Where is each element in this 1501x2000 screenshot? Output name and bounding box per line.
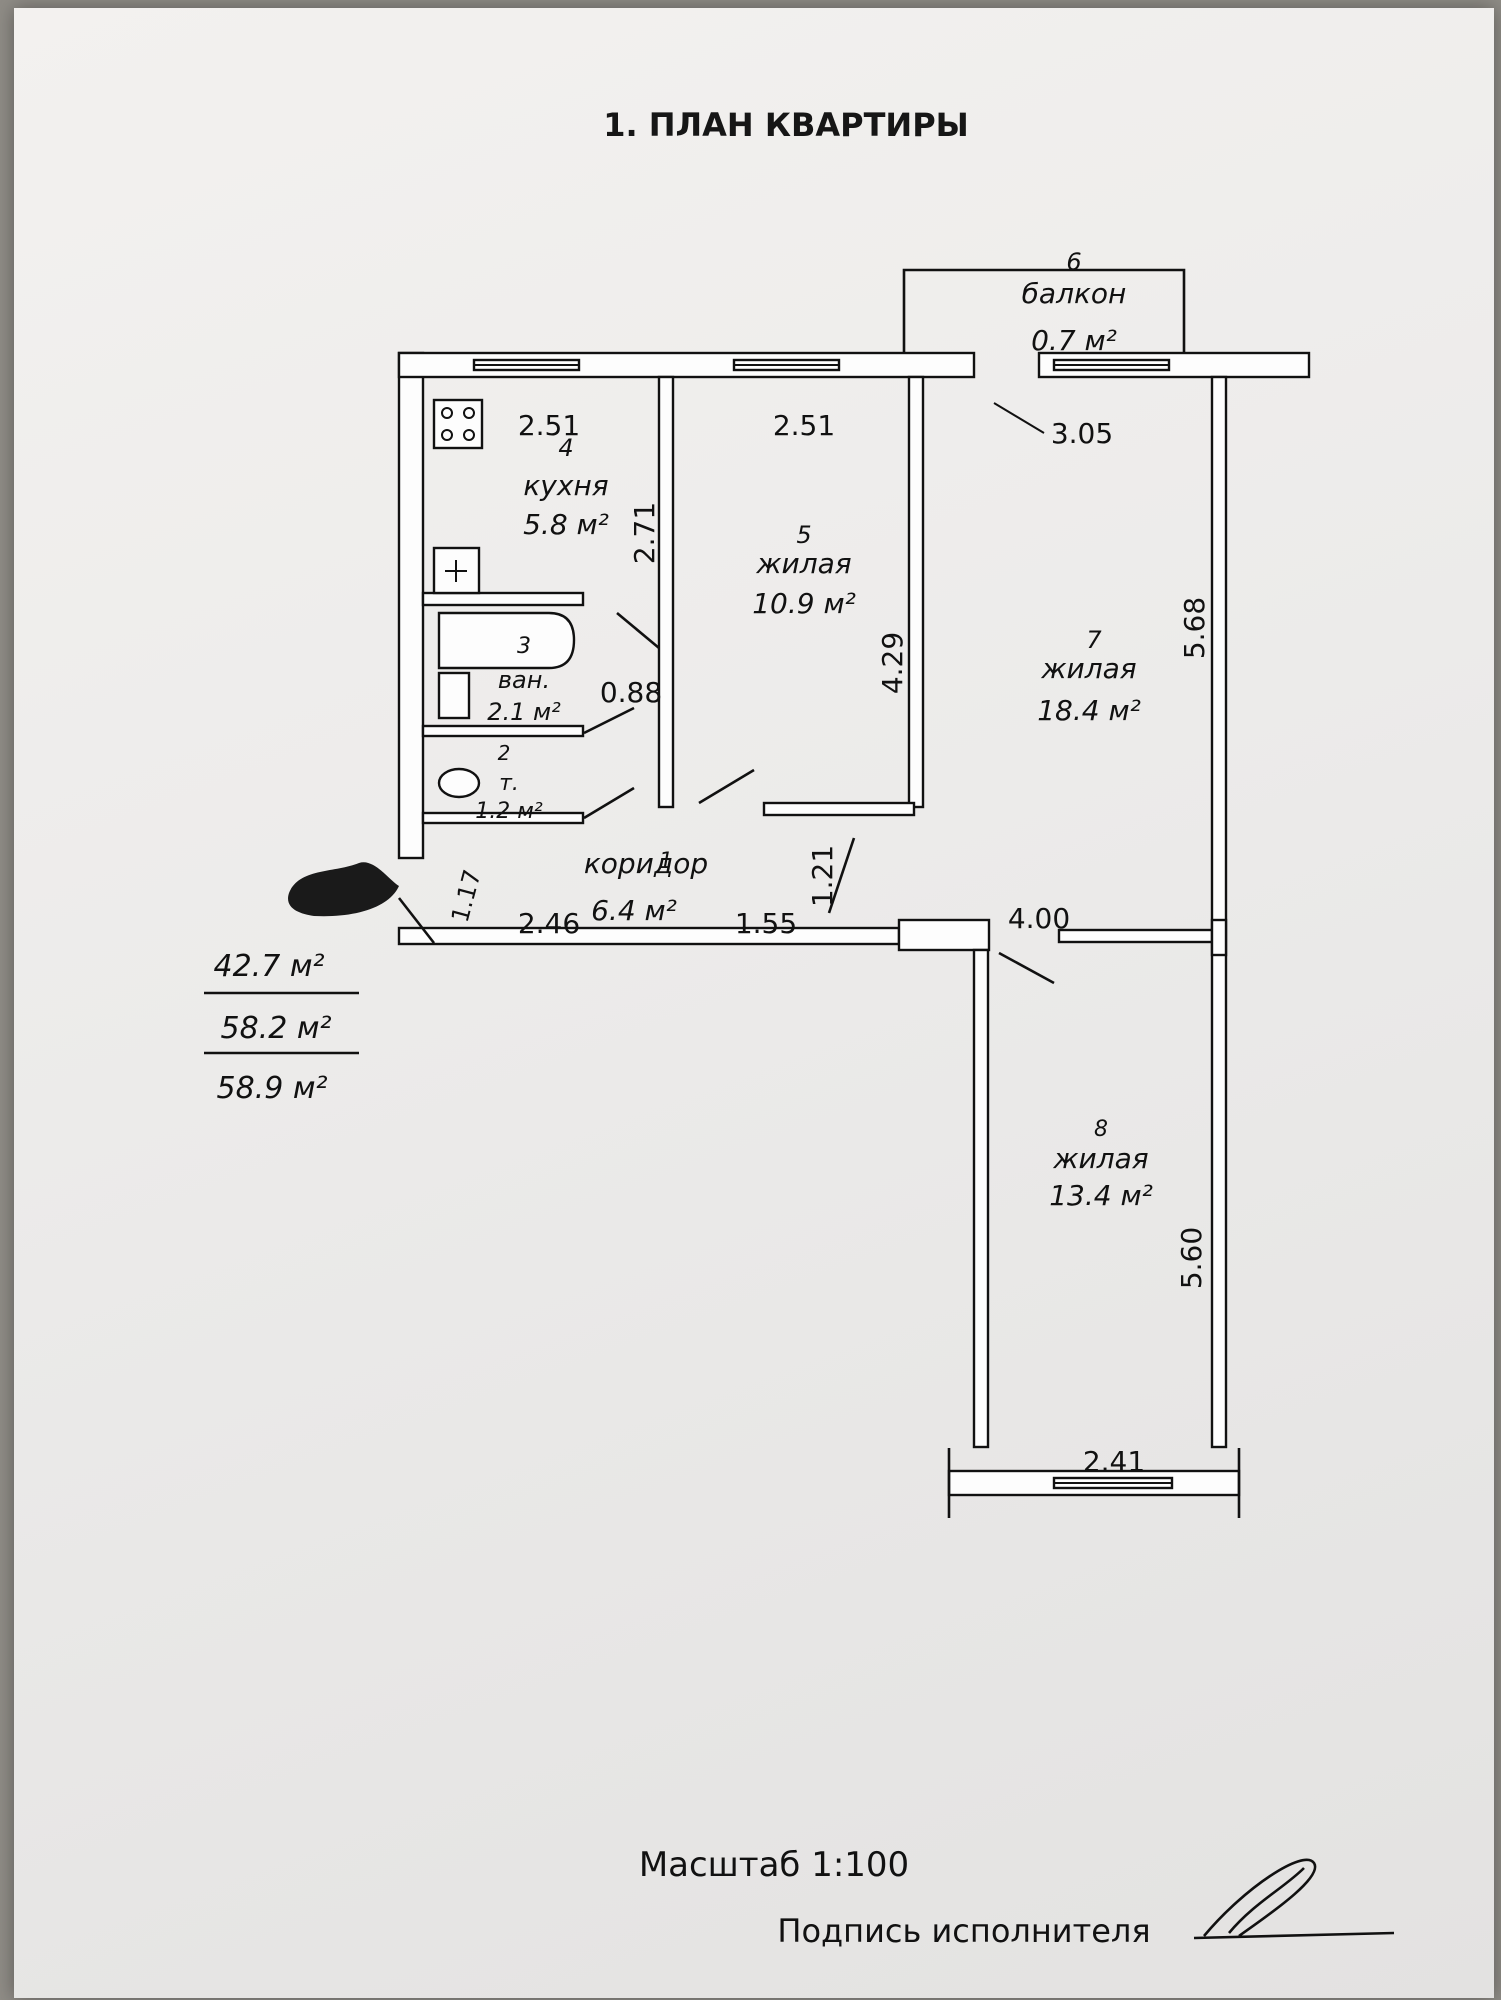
dimension-label: 1.21: [806, 845, 839, 907]
dimension-label: 5.60: [1175, 1227, 1208, 1289]
room-number: 6: [1066, 248, 1081, 276]
balcony-outline: [902, 268, 1186, 353]
doors: [397, 612, 1055, 985]
room-name: коридор: [584, 847, 708, 880]
room-number: 1: [659, 849, 673, 874]
room-area: 18.4 м²: [1037, 694, 1141, 727]
total-area: 58.2 м²: [221, 1011, 332, 1046]
room-name: кухня: [523, 469, 608, 502]
room-area: 1.2 м²: [475, 799, 543, 824]
dimension-label: 1.17: [446, 866, 487, 925]
wall-kitchen-room5: [657, 375, 675, 809]
room-area: 6.4 м²: [591, 894, 677, 927]
room-area: 5.8 м²: [523, 508, 609, 541]
dimension-label: 1.55: [735, 907, 797, 940]
dimension-label: 0.88: [600, 676, 662, 709]
room-name: ван.: [498, 666, 550, 694]
room-name: т.: [499, 771, 519, 796]
wall-toilet-corridor: [421, 811, 585, 825]
wall-corridor-bottom: [397, 926, 901, 946]
room-area: 2.1 м²: [487, 698, 561, 726]
dimension-labels: 2.51 2.51 3.05 2.71 4.29 5.68 0.88 2.46 …: [446, 402, 1211, 1478]
walls: [397, 268, 1311, 1518]
dimension-label: 2.46: [518, 907, 580, 940]
room-number: 3: [517, 634, 531, 659]
wall-room5-room7: [907, 375, 925, 809]
signature: [1193, 1858, 1395, 1940]
room-number: 7: [1086, 626, 1102, 654]
area-totals: 42.7 м² 58.2 м² 58.9 м²: [204, 949, 359, 1106]
wall-pier: [897, 918, 991, 952]
room-name: жилая: [1052, 1142, 1148, 1175]
room-area: 0.7 м²: [1031, 324, 1117, 357]
floor-plan: 1. ПЛАН КВАРТИРЫ: [204, 106, 1395, 1950]
dimension-label: 5.68: [1178, 597, 1211, 659]
scale-label: Масштаб 1:100: [639, 1845, 909, 1885]
wall-left: [397, 351, 425, 860]
room-area: 13.4 м²: [1049, 1179, 1153, 1212]
room-number: 8: [1094, 1117, 1108, 1142]
dimension-label: 4.00: [1008, 902, 1070, 935]
total-living-area: 42.7 м²: [214, 949, 325, 984]
room-number: 2: [498, 741, 511, 765]
plan-title: 1. ПЛАН КВАРТИРЫ: [603, 106, 969, 144]
toilet-icon: [437, 767, 481, 799]
wall-room8-left: [972, 948, 990, 1449]
signature-label: Подпись исполнителя: [777, 1912, 1150, 1950]
washbasin-icon: [437, 671, 471, 720]
dimension-label: 4.29: [876, 632, 909, 694]
dimension-label: 2.71: [628, 502, 661, 564]
bathtub-icon: [437, 611, 576, 670]
room-number: 5: [796, 521, 811, 549]
wall-kitchen-bath: [421, 591, 585, 607]
room-name: жилая: [755, 547, 851, 580]
dimension-label: 3.05: [1051, 417, 1113, 450]
room-name: балкон: [1022, 277, 1127, 310]
room-labels: 4 кухня 5.8 м² 3 ван. 2.1 м² 2 т. 1.2 м²…: [475, 248, 1153, 1212]
total-area-with-balcony: 58.9 м²: [217, 1071, 328, 1106]
paper-sheet: 1. ПЛАН КВАРТИРЫ: [14, 8, 1494, 1998]
wall-bath-toilet: [421, 724, 585, 738]
dimension-label: 2.41: [1083, 1445, 1145, 1478]
dimension-label: 2.51: [518, 409, 580, 442]
wall-right: [1210, 375, 1228, 1449]
fixtures: [432, 398, 576, 799]
wall-right-joint: [1210, 918, 1228, 957]
dimension-label: 2.51: [773, 409, 835, 442]
wall-room7-room8: [1057, 928, 1214, 944]
wall-room5-bottom: [762, 801, 916, 817]
room-name: жилая: [1040, 652, 1136, 685]
room-area: 10.9 м²: [752, 587, 856, 620]
redaction-mark: [288, 862, 399, 917]
room-number: 4: [558, 434, 573, 462]
stove-icon: [432, 398, 484, 450]
